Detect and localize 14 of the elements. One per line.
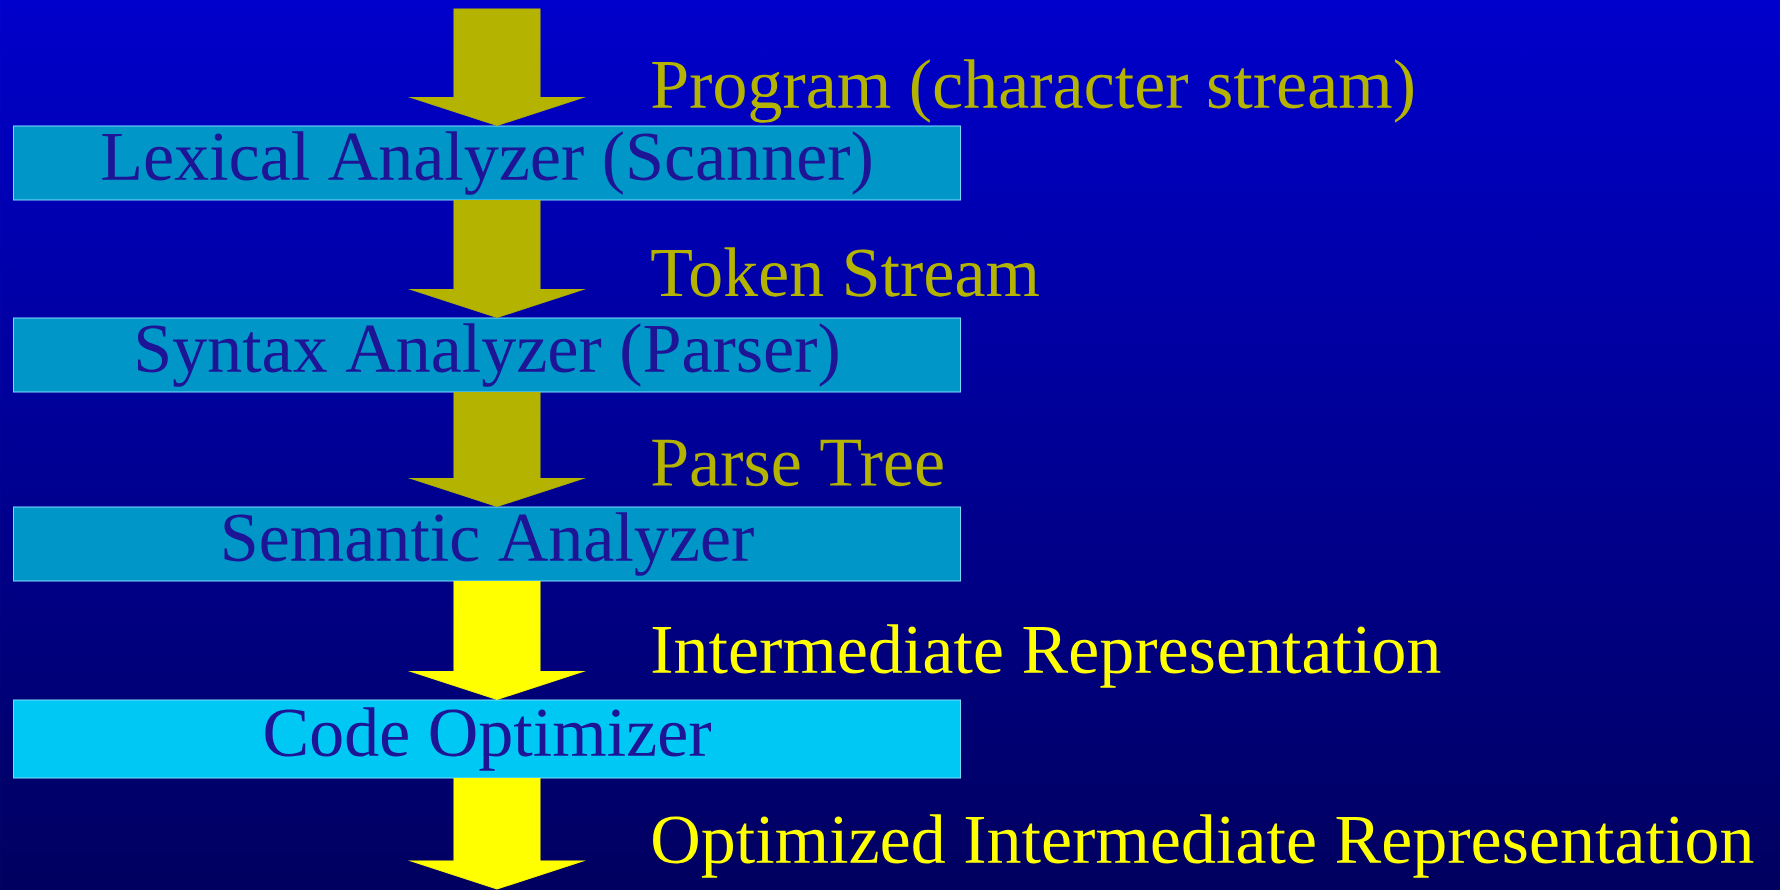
arrow	[410, 200, 584, 318]
arrow	[410, 778, 584, 890]
process-box: Code Optimizer	[13, 699, 961, 779]
edge-label: Parse Tree	[652, 439, 943, 487]
edge-label: Intermediate Representation	[652, 624, 1441, 688]
process-box: Syntax Analyzer (Parser)	[13, 317, 961, 393]
process-box: Lexical Analyzer (Scanner)	[13, 125, 961, 201]
edge-label: Optimized Intermediate Representation	[653, 814, 1754, 878]
arrow	[410, 8, 584, 126]
edge-label: Token Stream	[651, 247, 1039, 297]
process-box: Semantic Analyzer	[13, 506, 961, 582]
arrow	[410, 392, 584, 507]
edge-label: Program (character stream)	[652, 59, 1413, 123]
arrow	[410, 581, 584, 700]
